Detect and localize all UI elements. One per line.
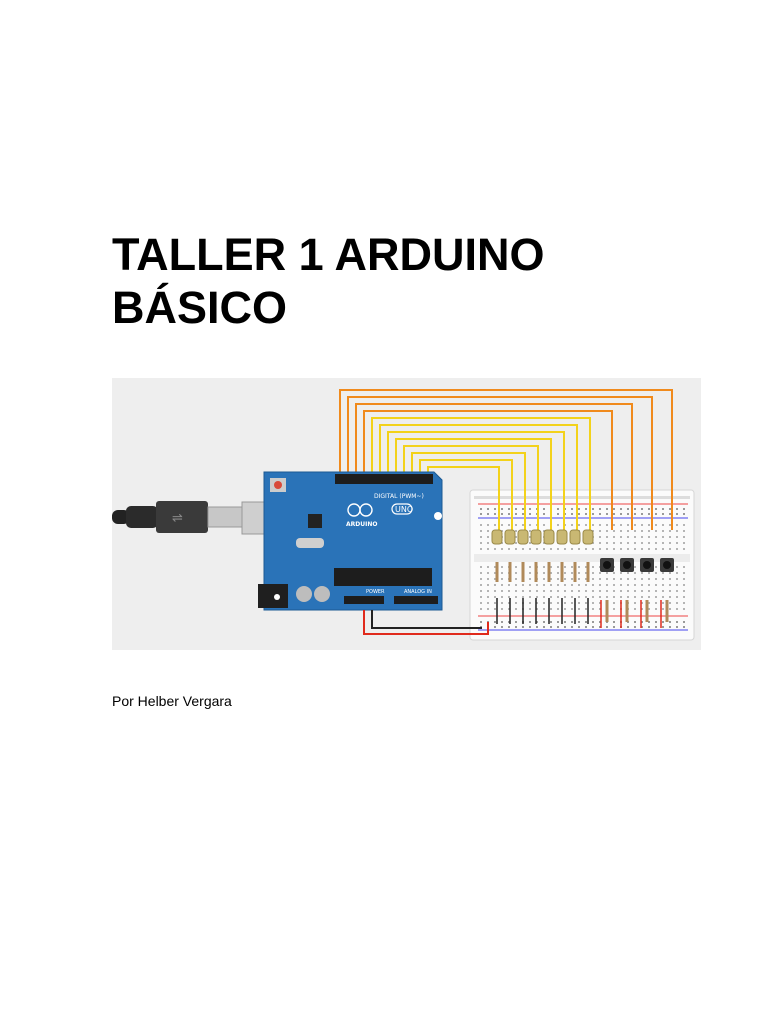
signal-wire bbox=[347, 396, 653, 530]
led bbox=[569, 529, 581, 545]
signal-wires bbox=[339, 389, 673, 530]
analog-label: ANALOG IN bbox=[404, 589, 432, 595]
signal-wire bbox=[379, 424, 578, 530]
push-button-cap bbox=[623, 561, 631, 569]
title-line-2: BÁSICO bbox=[112, 282, 288, 333]
led bbox=[517, 529, 529, 545]
signal-wire bbox=[411, 452, 526, 530]
power-label: POWER bbox=[366, 589, 385, 595]
signal-wire bbox=[355, 403, 633, 530]
signal-wire bbox=[427, 466, 500, 530]
push-button-cap bbox=[663, 561, 671, 569]
signal-wire bbox=[363, 410, 613, 530]
led bbox=[530, 529, 542, 545]
signal-wire bbox=[339, 389, 673, 530]
signal-wire bbox=[403, 445, 539, 530]
board-uno-logo: UNO bbox=[395, 505, 413, 514]
led bbox=[543, 529, 555, 545]
push-button-cap bbox=[603, 561, 611, 569]
svg-text:⇌: ⇌ bbox=[172, 511, 183, 526]
circuit-illustration: ⇌ DIGITAL (PWM~) UNO ARDUINO POWER bbox=[112, 378, 701, 650]
usb-cable: ⇌ bbox=[112, 501, 283, 535]
author-line: Por Helber Vergara bbox=[112, 693, 232, 709]
ground-wire bbox=[371, 610, 482, 629]
signal-wire bbox=[419, 459, 513, 530]
led bbox=[504, 529, 516, 545]
title-line-1: TALLER 1 ARDUINO bbox=[112, 229, 545, 280]
signal-wire bbox=[371, 417, 591, 530]
breadboard-holes bbox=[480, 508, 685, 628]
arduino-board: DIGITAL (PWM~) UNO ARDUINO POWER ANALOG … bbox=[258, 471, 443, 611]
led bbox=[491, 529, 503, 545]
led bbox=[582, 529, 594, 545]
signal-wire bbox=[387, 431, 565, 530]
signal-wire bbox=[395, 438, 552, 530]
led bbox=[556, 529, 568, 545]
document-title: TALLER 1 ARDUINO BÁSICO bbox=[112, 228, 672, 334]
digital-header-label: DIGITAL (PWM~) bbox=[374, 493, 424, 500]
power-wire bbox=[363, 610, 489, 635]
board-brand-label: ARDUINO bbox=[346, 521, 377, 528]
push-button-cap bbox=[643, 561, 651, 569]
components bbox=[491, 529, 674, 628]
